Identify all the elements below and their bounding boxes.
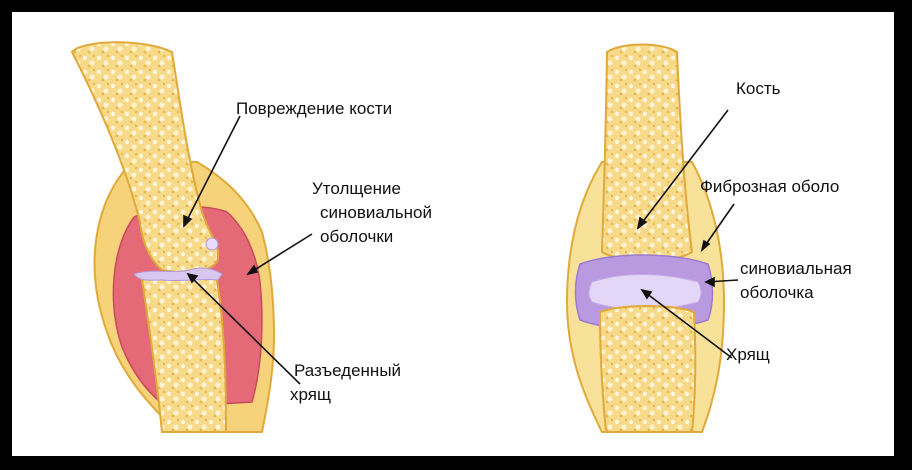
healthy-upper-bone <box>602 45 692 262</box>
label-bone: Кость <box>736 78 781 99</box>
damaged-upper-bone <box>72 42 218 272</box>
label-eroded-1: Разъеденный <box>294 360 401 381</box>
label-synovial-2: оболочка <box>740 282 814 303</box>
label-bone-damage: Повреждение кости <box>236 98 392 119</box>
label-eroded-2: хрящ <box>290 384 331 405</box>
label-thickening-2: синовиальной <box>320 202 432 223</box>
label-synovial-1: синовиальная <box>740 258 882 279</box>
label-thickening-1: Утолщение <box>312 178 401 199</box>
label-thickening-3: оболочки <box>320 226 393 247</box>
label-fibrous-membrane: Фиброзная оболо <box>700 176 882 197</box>
label-cartilage: Хрящ <box>726 344 770 365</box>
diagram-frame: Повреждение кости Утолщение синовиальной… <box>6 6 900 462</box>
healthy-joint <box>567 45 724 433</box>
healthy-lower-bone <box>600 306 695 432</box>
